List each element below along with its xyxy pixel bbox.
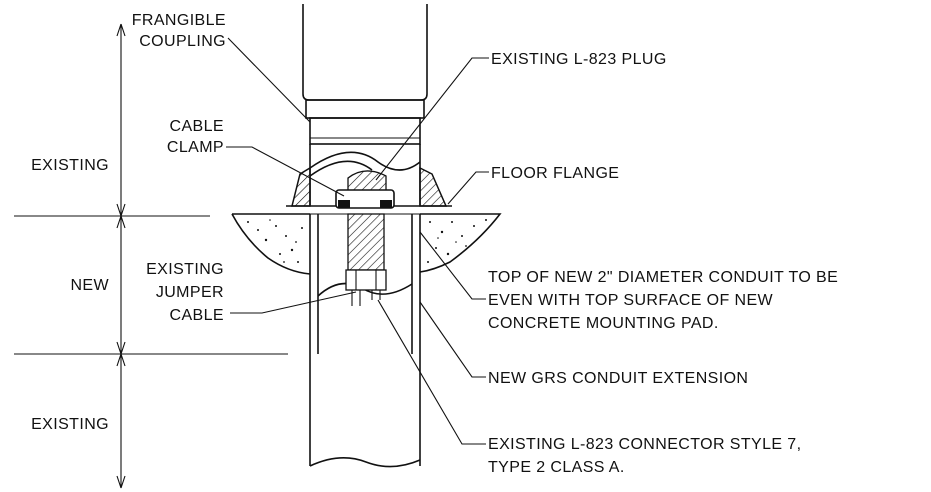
label-jumper-line3: CABLE bbox=[170, 307, 224, 324]
leader-top-of-conduit bbox=[419, 231, 486, 300]
label-l823-connector-line2: TYPE 2 CLASS A. bbox=[488, 459, 625, 476]
label-top-conduit-line1: TOP OF NEW 2" DIAMETER CONDUIT TO BE bbox=[488, 269, 838, 286]
label-zone-existing-bottom: EXISTING bbox=[31, 416, 109, 433]
existing-conduit-lower bbox=[309, 354, 421, 468]
existing-l823-connector-shape bbox=[345, 213, 387, 306]
new-grs-conduit-shape bbox=[309, 213, 421, 354]
leader-lines bbox=[226, 37, 489, 445]
label-floor-flange: FLOOR FLANGE bbox=[491, 165, 619, 182]
label-top-conduit-line2: EVEN WITH TOP SURFACE OF NEW bbox=[488, 292, 774, 309]
zone-division-arrows-icon bbox=[116, 203, 126, 229]
arrow-up-icon bbox=[116, 23, 126, 37]
concrete-mounting-pad bbox=[231, 213, 502, 275]
label-cable-clamp-line1: CABLE bbox=[170, 118, 224, 135]
zone-division-arrows-icon bbox=[116, 341, 126, 367]
label-top-conduit-line3: CONCRETE MOUNTING PAD. bbox=[488, 315, 719, 332]
floor-flange-shape bbox=[286, 166, 452, 207]
label-frangible-line1: FRANGIBLE bbox=[132, 12, 226, 29]
label-zone-existing-top: EXISTING bbox=[31, 157, 109, 174]
label-existing-l823-plug: EXISTING L-823 PLUG bbox=[491, 51, 667, 68]
arrow-down-icon bbox=[116, 475, 126, 489]
leader-floor-flange bbox=[447, 171, 489, 205]
leader-l823-connector bbox=[377, 299, 486, 445]
label-jumper-line2: JUMPER bbox=[156, 284, 224, 301]
leader-grs-conduit bbox=[419, 301, 486, 378]
leader-jumper-cable bbox=[230, 291, 357, 314]
label-jumper-line1: EXISTING bbox=[146, 261, 224, 278]
leader-l823-plug bbox=[375, 57, 489, 181]
existing-l823-plug-shape bbox=[335, 170, 395, 209]
leader-cable-clamp bbox=[226, 146, 345, 197]
concrete-stipple bbox=[247, 219, 487, 263]
label-frangible-line2: COUPLING bbox=[139, 33, 226, 50]
label-l823-connector-line1: EXISTING L-823 CONNECTOR STYLE 7, bbox=[488, 436, 801, 453]
label-new-grs-conduit: NEW GRS CONDUIT EXTENSION bbox=[488, 370, 748, 387]
leader-frangible-coupling bbox=[227, 37, 311, 123]
label-zone-new: NEW bbox=[70, 277, 109, 294]
zone-dimension-lines bbox=[14, 23, 288, 489]
label-cable-clamp-line2: CLAMP bbox=[167, 139, 224, 156]
frangible-coupling-shape bbox=[302, 4, 428, 145]
